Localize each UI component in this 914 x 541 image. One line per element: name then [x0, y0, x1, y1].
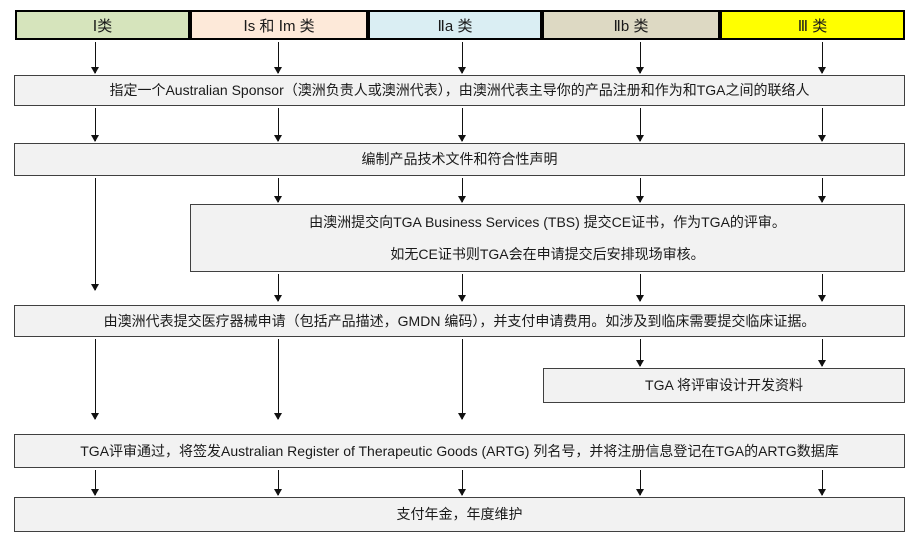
class-label-iib: Ⅱb 类 — [613, 17, 649, 35]
class-label-is-im: Ⅰs 和 Ⅰm 类 — [243, 17, 315, 35]
flow-arrow — [818, 470, 826, 496]
step-artg-listing-text: TGA评审通过，将签发Australian Register of Therap… — [80, 442, 839, 459]
class-label-iia: Ⅱa 类 — [437, 17, 473, 35]
flow-arrow — [818, 42, 826, 74]
flow-arrow-bypass — [458, 339, 466, 420]
flow-arrow — [636, 339, 644, 367]
class-box-iia: Ⅱa 类 — [368, 10, 542, 40]
flow-arrow — [818, 339, 826, 367]
step-sponsor-box: 指定一个Australian Sponsor（澳洲负责人或澳洲代表），由澳洲代表… — [14, 75, 905, 106]
step-design-review-text: TGA 将评审设计开发资料 — [645, 377, 803, 394]
flow-arrow — [458, 274, 466, 302]
step-technical-file-box: 编制产品技术文件和符合性声明 — [14, 143, 905, 176]
flow-arrow-bypass — [91, 339, 99, 420]
flow-arrow — [458, 42, 466, 74]
flow-arrow — [636, 178, 644, 203]
class-label-iii: Ⅲ 类 — [797, 17, 828, 35]
flow-arrow — [636, 108, 644, 142]
class-box-iib: Ⅱb 类 — [542, 10, 720, 40]
step-sponsor-text: 指定一个Australian Sponsor（澳洲负责人或澳洲代表），由澳洲代表… — [109, 82, 810, 99]
step-tbs-ce-box: 由澳洲提交向TGA Business Services (TBS) 提交CE证书… — [190, 204, 905, 272]
flow-arrow — [636, 274, 644, 302]
flow-arrow — [274, 470, 282, 496]
step-tbs-ce-line1: 由澳洲提交向TGA Business Services (TBS) 提交CE证书… — [309, 213, 786, 230]
class-box-is-im: Ⅰs 和 Ⅰm 类 — [190, 10, 368, 40]
flow-arrow — [458, 108, 466, 142]
step-tbs-ce-line2: 如无CE证书则TGA会在申请提交后安排现场审核。 — [390, 246, 705, 262]
flow-arrow — [274, 274, 282, 302]
flow-arrow-class-i-bypass — [91, 178, 99, 291]
flow-arrow — [91, 108, 99, 142]
class-box-i: Ⅰ类 — [15, 10, 190, 40]
flow-arrow — [818, 178, 826, 203]
flow-arrow — [636, 470, 644, 496]
flow-arrow — [636, 42, 644, 74]
flow-arrow — [818, 274, 826, 302]
flow-arrow — [274, 178, 282, 203]
step-annual-fee-box: 支付年金，年度维护 — [14, 497, 905, 532]
flow-arrow — [818, 108, 826, 142]
flow-arrow — [91, 470, 99, 496]
flow-arrow — [458, 178, 466, 203]
step-design-review-box: TGA 将评审设计开发资料 — [543, 368, 905, 403]
step-application-text: 由澳洲代表提交医疗器械申请（包括产品描述，GMDN 编码），并支付申请费用。如涉… — [103, 312, 816, 329]
flow-arrow — [274, 108, 282, 142]
step-technical-file-text: 编制产品技术文件和符合性声明 — [361, 151, 558, 168]
flow-arrow — [458, 470, 466, 496]
step-artg-listing-box: TGA评审通过，将签发Australian Register of Therap… — [14, 434, 905, 468]
class-box-iii: Ⅲ 类 — [720, 10, 905, 40]
flow-arrow-bypass — [274, 339, 282, 420]
step-annual-fee-text: 支付年金，年度维护 — [396, 506, 523, 523]
flow-arrow — [274, 42, 282, 74]
class-label-i: Ⅰ类 — [92, 17, 113, 35]
step-application-box: 由澳洲代表提交医疗器械申请（包括产品描述，GMDN 编码），并支付申请费用。如涉… — [14, 305, 905, 337]
flow-arrow — [91, 42, 99, 74]
